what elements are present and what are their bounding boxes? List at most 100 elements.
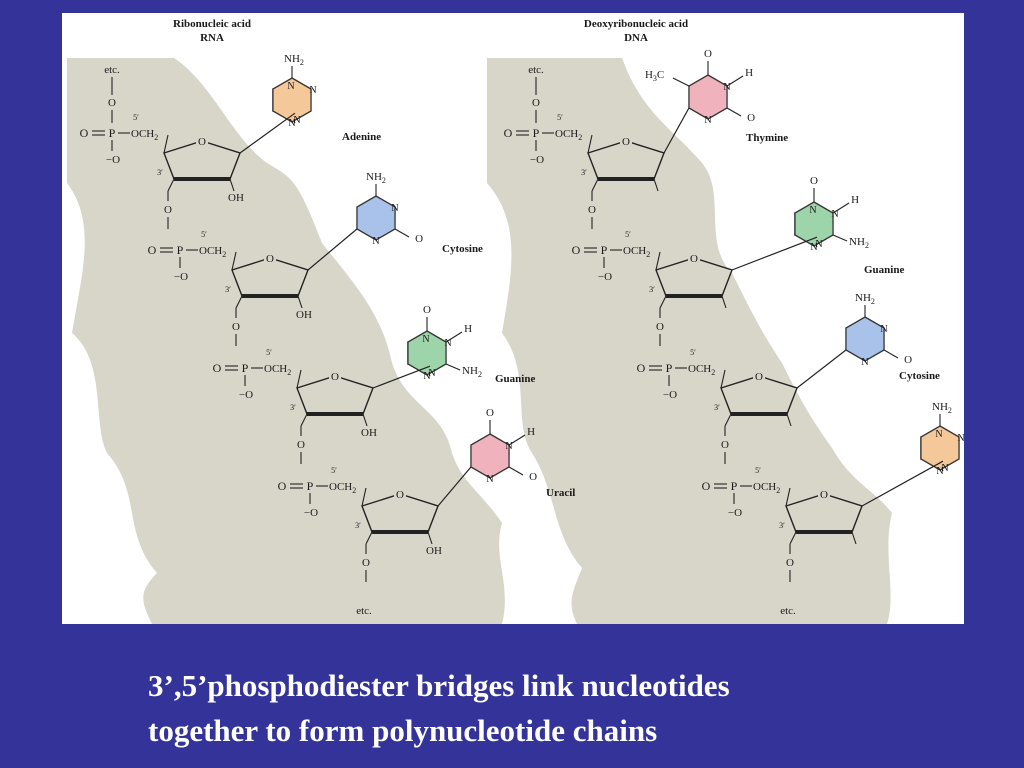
prime-5-label: 5′ bbox=[331, 466, 337, 475]
phosphorus-label: P bbox=[307, 479, 314, 493]
c2-bond-line bbox=[427, 531, 433, 545]
ring-nitrogen-label: N bbox=[861, 357, 868, 368]
ring-nitrogen-label: N bbox=[486, 474, 493, 485]
bridge-oxygen-label: O bbox=[532, 97, 540, 109]
amino-label: NH2 bbox=[366, 171, 386, 185]
c2-bond-line bbox=[721, 295, 727, 309]
ring-oxygen-label: O bbox=[622, 136, 630, 148]
c3-bond-line bbox=[659, 295, 667, 309]
base-name-label: Cytosine bbox=[442, 243, 483, 255]
carbonyl-oxygen-label: O bbox=[423, 304, 431, 316]
phosphate-o-label: O bbox=[80, 126, 89, 140]
ring-o-bg bbox=[818, 486, 830, 499]
amino-bond-line bbox=[445, 363, 461, 371]
amino-bond-line bbox=[832, 234, 848, 242]
ring-nitrogen-label: N bbox=[810, 242, 817, 253]
och2-label: OCH2 bbox=[264, 363, 291, 377]
glycosidic-bond-line bbox=[307, 228, 358, 271]
negative-oxygen-label: −O bbox=[598, 271, 612, 283]
carbonyl-oxygen-label: O bbox=[486, 407, 494, 419]
phosphate-o-label: O bbox=[213, 361, 222, 375]
c5-bond-line bbox=[231, 251, 237, 271]
ring-o-bg bbox=[620, 133, 632, 146]
ring-o-bg bbox=[688, 250, 700, 263]
ring-nitrogen-label: N bbox=[935, 429, 942, 440]
amino-label: NH2 bbox=[855, 292, 875, 306]
nh-bond-line bbox=[726, 75, 744, 87]
bridge-oxygen-label: O bbox=[297, 439, 305, 451]
negative-oxygen-label: −O bbox=[304, 507, 318, 519]
ring-nitrogen-label: N bbox=[287, 81, 294, 92]
ring-o-bg bbox=[753, 368, 765, 381]
hydrogen-label: H bbox=[527, 426, 535, 438]
ring-nitrogen-label: N bbox=[936, 466, 943, 477]
prime-3-label: 3′ bbox=[649, 285, 655, 294]
rna-group-subtitle: RNA bbox=[200, 32, 224, 44]
methyl-bond-line bbox=[672, 77, 690, 87]
ribose-ring bbox=[655, 257, 733, 297]
glycosidic-bond-line bbox=[861, 460, 944, 507]
negative-oxygen-label: −O bbox=[174, 271, 188, 283]
base-name-label: Cytosine bbox=[899, 370, 940, 382]
ribose-ring bbox=[785, 493, 863, 533]
prime-5-label: 5′ bbox=[266, 348, 272, 357]
ring-oxygen-label: O bbox=[331, 371, 339, 383]
prime-5-label: 5′ bbox=[625, 230, 631, 239]
ring-nitrogen-label: N bbox=[422, 334, 429, 345]
carbonyl-bond-line bbox=[883, 349, 899, 359]
prime-5-label: 5′ bbox=[201, 230, 207, 239]
ribose-ring bbox=[163, 140, 241, 180]
ring-nitrogen-label: N bbox=[391, 203, 398, 214]
carbonyl-bond-line bbox=[394, 228, 410, 238]
bridge-oxygen-label: O bbox=[588, 204, 596, 216]
ring-oxygen-label: O bbox=[690, 253, 698, 265]
ring-oxygen-label: O bbox=[266, 253, 274, 265]
c2-bond-line bbox=[851, 531, 857, 545]
etc-label: etc. bbox=[528, 64, 544, 76]
dna-group-title: Deoxyribonucleic acid bbox=[584, 18, 688, 30]
glycosidic-bond-line bbox=[731, 236, 818, 271]
ribose-ring bbox=[361, 493, 439, 533]
och2-label: OCH2 bbox=[199, 245, 226, 259]
prime-5-label: 5′ bbox=[690, 348, 696, 357]
ring-nitrogen-label: N bbox=[423, 371, 430, 382]
amino-label: NH2 bbox=[284, 53, 304, 67]
carbonyl-oxygen-label: O bbox=[704, 48, 712, 60]
amino-label: NH2 bbox=[462, 365, 482, 379]
glycosidic-bond-line bbox=[239, 112, 296, 154]
prime-3-label: 3′ bbox=[779, 521, 785, 530]
nh-bond-line bbox=[832, 202, 850, 214]
amino-label: NH2 bbox=[849, 236, 869, 250]
negative-oxygen-label: −O bbox=[106, 154, 120, 166]
ring-o-bg bbox=[394, 486, 406, 499]
phosphorus-label: P bbox=[109, 126, 116, 140]
phosphorus-label: P bbox=[533, 126, 540, 140]
phosphate-o-label: O bbox=[278, 479, 287, 493]
ring-nitrogen-label: N bbox=[288, 118, 295, 129]
ring-nitrogen-label: N bbox=[941, 463, 948, 474]
ribose-ring bbox=[720, 375, 798, 415]
och2-label: OCH2 bbox=[329, 481, 356, 495]
hydrogen-label: H bbox=[745, 67, 753, 79]
c3-bond-line bbox=[167, 178, 175, 192]
c3-bond-line bbox=[365, 531, 373, 545]
etc-label: etc. bbox=[104, 64, 120, 76]
negative-oxygen-label: −O bbox=[728, 507, 742, 519]
hydroxyl-label: OH bbox=[361, 427, 377, 439]
bridge-oxygen-label: O bbox=[786, 557, 794, 569]
etc-label: etc. bbox=[780, 605, 796, 617]
base-name-label: Guanine bbox=[495, 373, 535, 385]
base-adenine-pyrimidine-ring bbox=[920, 425, 960, 471]
c2-bond-line bbox=[786, 413, 792, 427]
carbonyl-oxygen-label: O bbox=[529, 471, 537, 483]
ring-nitrogen-label: N bbox=[880, 324, 887, 335]
ring-nitrogen-label: N bbox=[428, 368, 435, 379]
ring-oxygen-label: O bbox=[396, 489, 404, 501]
ring-oxygen-label: O bbox=[820, 489, 828, 501]
c2-bond-line bbox=[653, 178, 659, 192]
ring-nitrogen-label: N bbox=[704, 115, 711, 126]
phosphorus-label: P bbox=[731, 479, 738, 493]
c3-bond-line bbox=[591, 178, 599, 192]
dna-backbone-band bbox=[487, 58, 892, 624]
